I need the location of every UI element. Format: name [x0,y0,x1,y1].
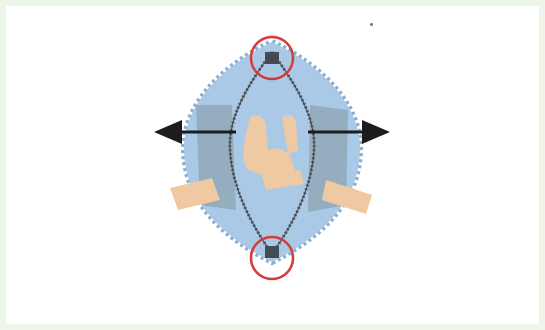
top-zipper-stop [265,52,279,64]
bottom-zipper-stop [265,246,279,258]
